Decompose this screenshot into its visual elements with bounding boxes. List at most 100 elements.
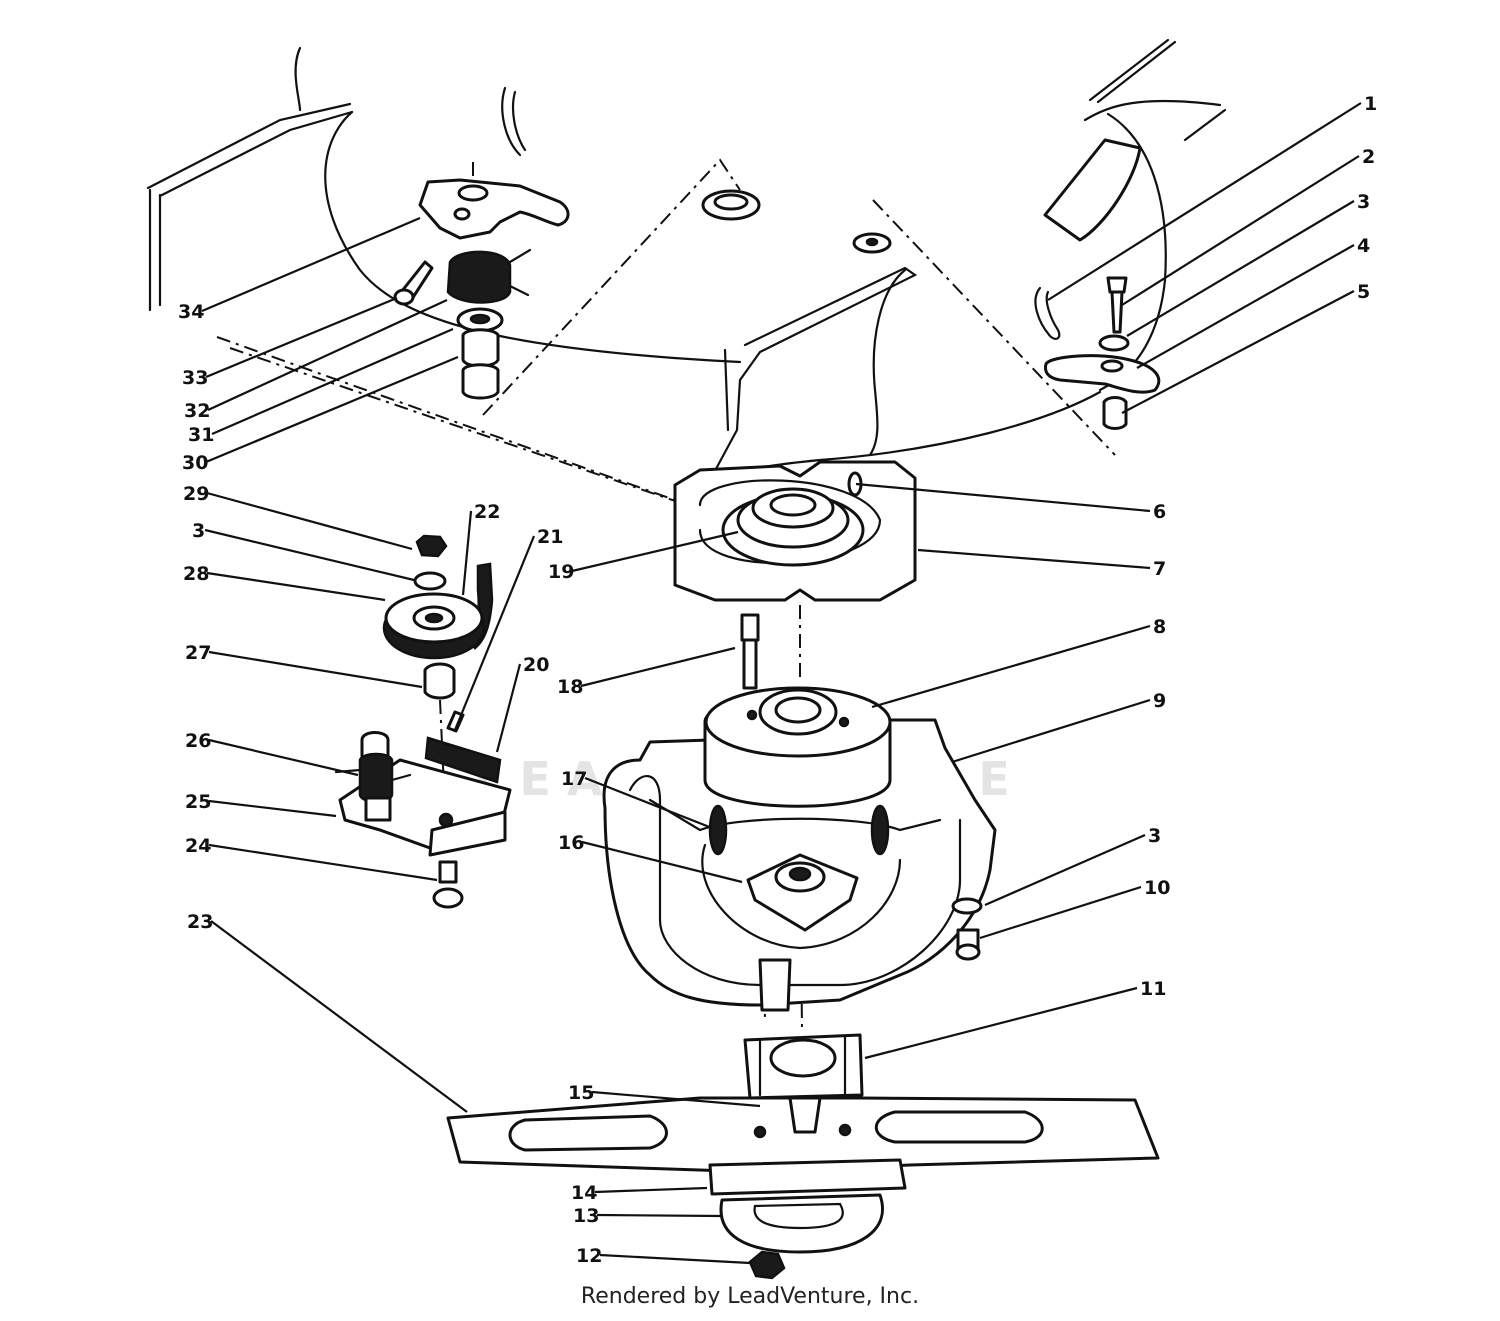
part-31-washer: [456, 307, 504, 333]
leader-line-c23: [210, 920, 468, 1113]
leader-line-c16: [581, 840, 743, 884]
callout-c28: 28: [183, 563, 209, 585]
leader-line-c25: [208, 799, 337, 818]
part-8-electric-motor: [703, 686, 892, 808]
part-34-height-lever: [418, 178, 570, 240]
leader-line-c14: [594, 1186, 708, 1194]
leader-line-c13: [596, 1213, 723, 1218]
callout-c26: 26: [185, 730, 211, 752]
callout-c34: 34: [178, 301, 204, 323]
leader-line-c18: [580, 646, 736, 688]
callout-c24: 24: [185, 835, 211, 857]
callout-c33: 33: [182, 367, 208, 389]
leader-line-c17: [584, 776, 713, 830]
part-11-blade-adapter: [743, 1033, 864, 1100]
part-18-stud: [740, 613, 760, 690]
leader-line-c19: [571, 530, 739, 573]
callout-c9: 9: [1153, 690, 1166, 712]
leader-line-c20: [495, 663, 522, 753]
part-27-spacer: [423, 662, 456, 700]
callout-c8: 8: [1153, 616, 1166, 638]
leader-line-c6: [855, 482, 1151, 513]
callout-c11: 11: [1140, 978, 1166, 1000]
part-17-mount-spacers: [708, 804, 890, 856]
callout-c27: 27: [185, 642, 211, 664]
leader-line-c26: [208, 738, 359, 777]
callout-c12: 12: [576, 1245, 602, 1267]
callout-c15: 15: [568, 1082, 594, 1104]
callout-c3b: 3: [1148, 825, 1161, 847]
leader-line-c29: [206, 491, 413, 551]
part-3-washer: [1098, 334, 1130, 352]
part-2-bolt: [1106, 276, 1128, 334]
render-credit: Rendered by LeadVenture, Inc.: [580, 1284, 920, 1309]
callout-c30: 30: [182, 452, 208, 474]
leader-line-c4: [1136, 244, 1355, 369]
callout-c7: 7: [1153, 558, 1166, 580]
leader-line-c28: [206, 571, 386, 602]
leader-line-c30: [205, 355, 459, 464]
callout-c31: 31: [188, 424, 214, 446]
callout-c18: 18: [557, 676, 583, 698]
part-5-spacer: [1102, 396, 1128, 430]
leader-line-c7: [917, 548, 1151, 570]
deck-plugs: [701, 189, 892, 254]
leader-line-c3b: [984, 833, 1146, 907]
part-32-torsion-spring: [446, 248, 532, 304]
callout-c20: 20: [523, 654, 549, 676]
leader-line-c5: [1121, 290, 1355, 414]
leader-line-c33: [205, 296, 398, 379]
callout-c25: 25: [185, 791, 211, 813]
part-14-blade-stiffener: [708, 1158, 907, 1196]
callout-c23: 23: [187, 911, 213, 933]
leader-line-c2: [1121, 155, 1360, 306]
leader-line-c32: [207, 299, 448, 411]
part-16-bearing-flange: [746, 853, 859, 932]
part-4-lift-arm: [1044, 354, 1161, 394]
part-22-belt-guide: [468, 562, 494, 650]
part-23-blade: [446, 1096, 1160, 1174]
leader-line-c9: [951, 698, 1151, 764]
part-28-idler-pulley: [382, 592, 486, 660]
part-3-washer-pulley: [413, 571, 447, 591]
leader-line-c8: [871, 624, 1151, 709]
callout-c16: 16: [558, 832, 584, 854]
callout-c3c: 3: [192, 520, 205, 542]
part-19-bearing-pulley: [721, 487, 865, 567]
leader-line-c27: [208, 650, 423, 689]
callout-c4: 4: [1357, 235, 1370, 257]
part-30-bushings: [461, 328, 500, 400]
part-29-nut: [415, 534, 448, 558]
callout-labels: 1234567893101112131415161718192021223242…: [178, 93, 1377, 1267]
leader-line-c3a: [1126, 200, 1355, 337]
leader-line-c31: [211, 327, 454, 436]
leader-line-c11: [864, 986, 1138, 1060]
leader-line-c34: [201, 216, 421, 313]
leader-line-c1: [1047, 102, 1362, 301]
callout-c10: 10: [1144, 877, 1170, 899]
part-26-pivot-spring: [334, 731, 412, 822]
callout-c6: 6: [1153, 501, 1166, 523]
leader-line-c22: [461, 510, 473, 596]
callout-c19: 19: [548, 561, 574, 583]
leader-line-c15: [591, 1090, 761, 1108]
leader-line-c3c: [204, 528, 415, 582]
callout-c21: 21: [537, 526, 563, 548]
callout-c13: 13: [573, 1205, 599, 1227]
part-24-bolt: [432, 860, 464, 909]
leader-line-c21: [453, 535, 536, 731]
callout-c22: 22: [474, 501, 500, 523]
part-33-pivot-bolt: [393, 260, 434, 306]
callout-c29: 29: [183, 483, 209, 505]
part-12-hex-nut: [748, 1250, 786, 1280]
callout-c2: 2: [1362, 146, 1375, 168]
callout-c3a: 3: [1357, 191, 1370, 213]
leader-line-c24: [208, 843, 438, 882]
callout-c17: 17: [561, 768, 587, 790]
callout-c5: 5: [1357, 281, 1370, 303]
parts-3-10-washer-bolt: [951, 897, 983, 961]
callout-c14: 14: [571, 1182, 597, 1204]
callout-c1: 1: [1364, 93, 1377, 115]
part-20-belt-stop: [424, 736, 502, 784]
